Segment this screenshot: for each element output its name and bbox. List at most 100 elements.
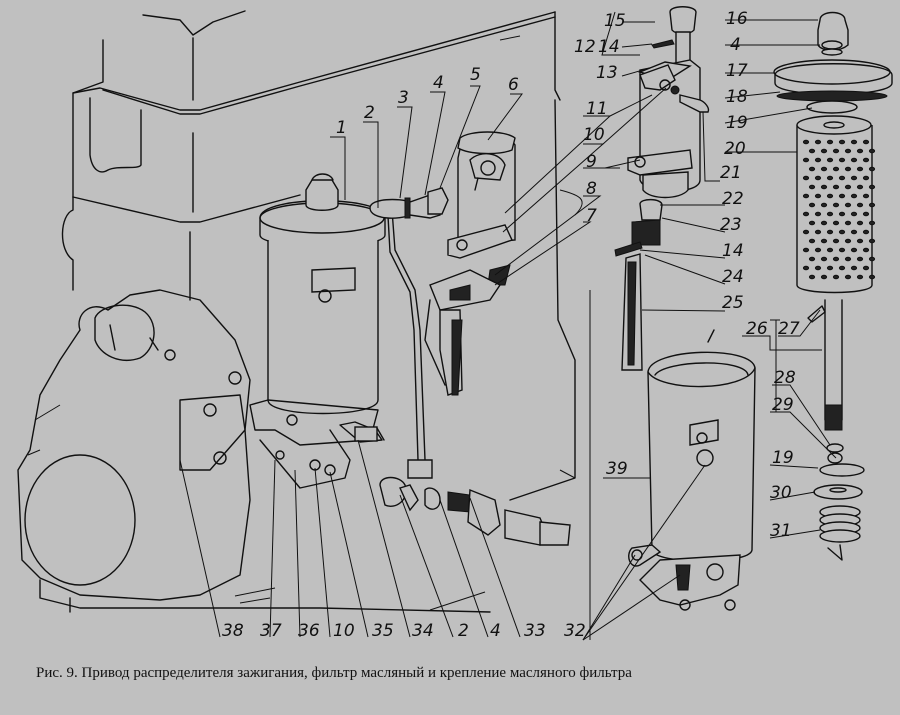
filter-perforation (856, 148, 864, 154)
timing-cover (17, 289, 251, 601)
filter-perforation (802, 175, 810, 181)
filter-perforation (826, 211, 834, 217)
filter-perforation (838, 229, 846, 235)
callout-30: 30 (770, 483, 792, 503)
filter-perforation (814, 193, 822, 199)
filter-perforation (808, 184, 816, 190)
filter-perforation (826, 175, 834, 181)
callout-22: 22 (722, 189, 744, 209)
filter-perforation (814, 211, 822, 217)
filter-perforation (820, 202, 828, 208)
filter-perforation (856, 256, 864, 262)
filter-perforation (808, 166, 816, 172)
filter-perforation (838, 157, 846, 163)
callout-34: 34 (412, 621, 434, 641)
filter-perforation (814, 229, 822, 235)
callout-37: 37 (260, 621, 282, 641)
filter-perforation (832, 148, 840, 154)
callout-2: 2 (364, 103, 375, 123)
filter-perforation (838, 247, 846, 253)
oil-filter-housing (628, 351, 756, 611)
callout-10: 10 (583, 125, 605, 145)
oil-filter-exploded (707, 11, 893, 561)
filter-perforation (814, 265, 822, 271)
callout-1: 1 (336, 118, 347, 138)
filter-perforation (838, 265, 846, 271)
filter-perforation (802, 247, 810, 253)
callout-20: 20 (724, 139, 746, 159)
filter-perforation (808, 220, 816, 226)
filter-perforation (850, 247, 858, 253)
filter-perforation (814, 247, 822, 253)
callout-17: 17 (726, 61, 748, 81)
callout-9: 9 (586, 152, 597, 172)
callout-4-bottom: 4 (490, 621, 501, 641)
callout-39: 39 (606, 459, 628, 479)
callout-29: 29 (772, 395, 794, 415)
filter-perforation (808, 202, 816, 208)
filter-perforation (868, 274, 876, 280)
figure-caption: Рис. 9. Привод распределителя зажигания,… (36, 665, 632, 681)
callout-23: 23 (720, 215, 742, 235)
filter-perforation (832, 220, 840, 226)
filter-perforation (862, 157, 870, 163)
filter-perforation (838, 193, 846, 199)
callout-14: 14 (598, 37, 620, 57)
filter-perforation (814, 175, 822, 181)
filter-perforation (802, 229, 810, 235)
callout-13: 13 (596, 63, 618, 83)
filter-perforation (862, 265, 870, 271)
filter-perforation (868, 166, 876, 172)
callout-19-lower: 19 (772, 448, 794, 468)
oil-pipe (369, 187, 571, 546)
filter-perforation (850, 265, 858, 271)
callout-19: 19 (726, 113, 748, 133)
filter-perforation (820, 184, 828, 190)
filter-perforation (814, 157, 822, 163)
callout-7: 7 (586, 206, 597, 226)
filter-perforation (832, 166, 840, 172)
filter-perforation (832, 274, 840, 280)
distributor-drive-installed (424, 131, 516, 396)
filter-perforation (808, 256, 816, 262)
filter-perforation (826, 229, 834, 235)
filter-perforation (856, 184, 864, 190)
filter-perforation (844, 166, 852, 172)
filter-perforation (808, 238, 816, 244)
filter-perforation (826, 247, 834, 253)
callout-32: 32 (564, 621, 586, 641)
callout-38: 38 (222, 621, 244, 641)
callout-3: 3 (398, 88, 409, 108)
callout-36: 36 (298, 621, 320, 641)
filter-perforation (832, 238, 840, 244)
distributor-drive-exploded (614, 6, 710, 371)
filter-perforation (862, 139, 870, 145)
exploded-view-diagram: 1 2 3 4 5 6 7 8 9 10 11 12 13 14 15 16 4… (17, 6, 893, 641)
filter-perforation (838, 139, 846, 145)
filter-perforation (850, 193, 858, 199)
filter-perforation (802, 157, 810, 163)
filter-perforation (850, 175, 858, 181)
filter-perforation (832, 256, 840, 262)
callout-24: 24 (722, 267, 744, 287)
callout-5: 5 (470, 65, 481, 85)
filter-perforation (850, 157, 858, 163)
filter-perforation (808, 274, 816, 280)
filter-perforation (802, 139, 810, 145)
filter-perforation (826, 265, 834, 271)
filter-perforation (844, 202, 852, 208)
filter-perforation (868, 238, 876, 244)
callout-31: 31 (770, 521, 792, 541)
filter-perforation (868, 202, 876, 208)
filter-perforation (856, 202, 864, 208)
filter-perforation (802, 265, 810, 271)
filter-perforation (820, 256, 828, 262)
callout-21: 21 (720, 163, 742, 183)
filter-perforation (814, 139, 822, 145)
filter-perforation (862, 247, 870, 253)
callout-15: 15 (604, 11, 626, 31)
oil-filter-assembly (249, 173, 386, 489)
filter-perforation (856, 220, 864, 226)
filter-perforation (862, 175, 870, 181)
filter-perforation (868, 256, 876, 262)
